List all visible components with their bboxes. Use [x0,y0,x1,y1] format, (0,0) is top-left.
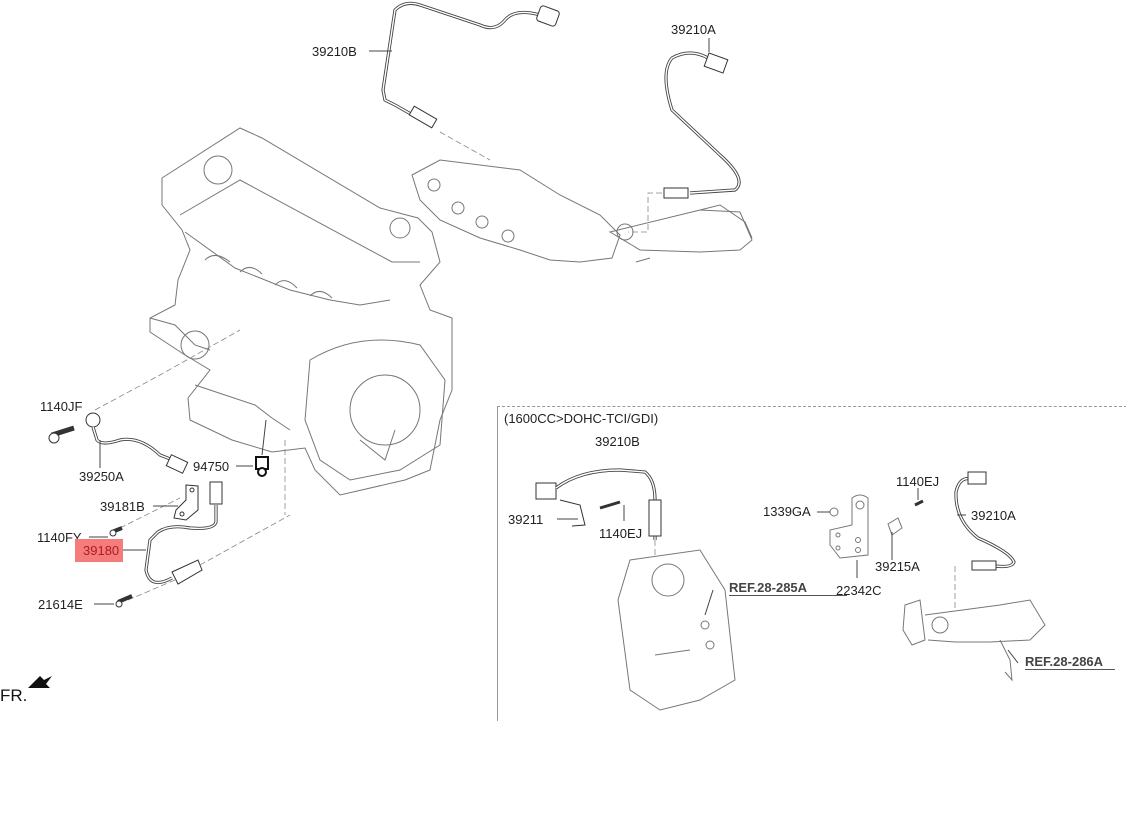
o2-sensor-39210b-drawing [381,1,560,161]
variant-part-label-1339ga[interactable]: 1339GA [763,504,811,519]
downpipe-drawing [902,599,1046,682]
bracket-22342c-drawing [829,494,924,559]
part-label-39181b[interactable]: 39181B [100,499,145,514]
engine-block-drawing [149,127,453,496]
variant-part-label-39215a[interactable]: 39215A [875,559,920,574]
part-label-94750[interactable]: 94750 [193,459,230,474]
part-label-39180-highlighted[interactable]: 39180 [75,539,124,562]
part-label-1140fy[interactable]: 1140FY [37,530,82,545]
exhaust-manifold-drawing [411,159,753,263]
variant-o2-sensor-drawing [535,468,662,555]
front-direction-label: FR. [0,686,28,705]
variant-part-label-1140ej-b[interactable]: 1140EJ [896,474,940,489]
variant-part-label-39211[interactable]: 39211 [508,512,544,527]
variant-o2-sensor-39210a-drawing [954,471,1016,610]
bolts-drawing [109,526,133,608]
reference-link-28-285a[interactable]: REF.28-285A [729,580,848,596]
variant-group-box [497,406,1126,721]
leader-lines [89,38,1019,664]
variant-part-label-1140ej-a[interactable]: 1140EJ [599,526,643,541]
variant-part-label-22342c[interactable]: 22342C [836,583,882,598]
o2-sensor-39210a-drawing [628,51,741,233]
part-label-39210a[interactable]: 39210A [671,22,716,37]
reference-link-28-286a[interactable]: REF.28-286A [1025,654,1116,670]
part-label-1140jf[interactable]: 1140JF [40,399,83,414]
turbo-catalytic-converter-drawing [617,549,736,711]
part-label-39250a[interactable]: 39250A [79,469,124,484]
oil-pressure-switch-drawing [255,419,269,477]
crank-position-sensor-drawing [119,440,291,601]
variant-group-title: (1600CC>DOHC-TCI/GDI) [504,411,659,426]
front-direction-arrow-icon [28,676,52,688]
part-label-21614e[interactable]: 21614E [38,597,83,612]
part-label-39210b[interactable]: 39210B [312,44,357,59]
variant-part-label-39210b[interactable]: 39210B [595,434,640,449]
variant-part-label-39210a[interactable]: 39210A [971,508,1016,523]
bracket-39181b-drawing [173,484,199,521]
